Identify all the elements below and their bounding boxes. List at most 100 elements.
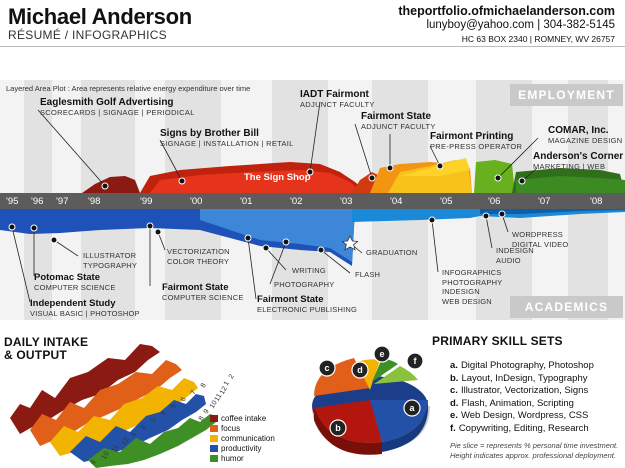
website-link[interactable]: theportfolio.ofmichaelanderson.com	[398, 4, 615, 18]
skill-letter: d.	[450, 397, 459, 409]
legend-label: communication	[221, 434, 275, 443]
legend-label: humor	[221, 454, 244, 463]
skill-text: Layout, InDesign, Typography	[461, 372, 588, 384]
year-label: '98	[88, 196, 101, 207]
sign-shop-label: The Sign Shop	[244, 172, 311, 183]
year-label: '05	[440, 196, 453, 207]
employment-leaders	[37, 101, 539, 187]
job-title: IADT Fairmont	[300, 89, 369, 100]
legend-label: focus	[221, 424, 241, 433]
school-title: Potomac State	[34, 272, 100, 283]
school-fairmont-state-ep: Fairmont State ELECTRONIC PUBLISHING	[257, 294, 357, 314]
andersons-top	[516, 176, 625, 193]
header-divider	[0, 46, 625, 47]
employment-header: EMPLOYMENT	[510, 84, 623, 106]
skill-letter: a.	[450, 360, 458, 371]
skill-text: Flash, Animation, Scripting	[461, 397, 574, 409]
year-label: '02	[290, 196, 303, 207]
school-potomac-state: Potomac State COMPUTER SCIENCE	[34, 272, 116, 292]
timeline-bar	[0, 193, 625, 209]
job-comar: COMAR, Inc. MAGAZINE DESIGN	[548, 125, 623, 145]
legend-swatch	[210, 425, 218, 432]
skill-text: Illustrator, Vectorization, Signs	[460, 385, 589, 396]
school-sub: ELECTRONIC PUBLISHING	[257, 305, 358, 314]
year-label: '99	[140, 196, 153, 207]
fairmont-printing-top	[400, 158, 470, 176]
job-sub: SIGNAGE | INSTALLATION | RETAIL	[160, 139, 294, 148]
signshop-area	[150, 170, 362, 193]
humor-ribbon	[88, 414, 216, 468]
job-title: Fairmont State	[361, 111, 432, 122]
job-sub: PRE-PRESS OPERATOR	[430, 142, 523, 151]
school-title: Fairmont State	[257, 294, 324, 305]
job-fairmont-state: Fairmont State ADJUNCT FACULTY	[361, 111, 436, 131]
year-label: '07	[538, 196, 551, 207]
legend-label: productivity	[221, 444, 262, 453]
daily-title: DAILY INTAKE & OUTPUT	[4, 335, 89, 362]
legend-swatch	[210, 445, 218, 452]
legend-item: humor	[210, 454, 244, 463]
slice-a-side	[382, 400, 428, 452]
focus-ribbon	[30, 360, 182, 446]
coffee-ribbon	[10, 344, 160, 434]
employment-markers	[101, 162, 526, 190]
job-sub: MARKETING | WEB	[533, 162, 606, 171]
skill-item: c.Illustrator, Vectorization, Signs	[450, 385, 588, 396]
legend-item: communication	[210, 434, 275, 443]
school-title: Fairmont State	[162, 282, 229, 293]
academics-dark-late	[480, 209, 625, 214]
legend-item: productivity	[210, 444, 261, 453]
year-label: '00	[190, 196, 203, 207]
job-sub: MAGAZINE DESIGN	[548, 136, 623, 145]
year-label: '97	[56, 196, 69, 207]
job-sub: SCORECARDS | SIGNAGE | PERIODICAL	[40, 108, 195, 117]
skill-text: Copywriting, Editing, Research	[458, 422, 589, 434]
slice-f	[374, 366, 418, 384]
skill-item: f.Copywriting, Editing, Research	[450, 423, 589, 434]
legend-item: coffee intake	[210, 414, 266, 423]
skill-item: d.Flash, Animation, Scripting	[450, 398, 574, 409]
note-flash: FLASH	[355, 270, 381, 279]
year-label: '06	[488, 196, 501, 207]
note-vectorization: VECTORIZATION COLOR THEORY	[167, 247, 230, 266]
pie-label-f: f	[414, 356, 418, 366]
resume-name: Michael Anderson	[8, 4, 192, 29]
graph-caption: Layered Area Plot : Area represents rela…	[6, 84, 251, 93]
legend-swatch	[210, 455, 218, 462]
skills-3d-pie: a b c d e f	[312, 345, 430, 455]
note-infographics: INFOGRAPHICS PHOTOGRAPHY INDESIGN WEB DE…	[442, 268, 503, 306]
school-title: Independent Study	[30, 298, 116, 309]
job-sub: ADJUNCT FACULTY	[361, 122, 436, 131]
email-phone[interactable]: lunyboy@yahoo.com | 304-382-5145	[426, 19, 615, 31]
school-sub: COMPUTER SCIENCE	[34, 283, 116, 292]
address: HC 63 BOX 2340 | ROMNEY, WV 26757	[461, 34, 615, 44]
skill-letter: c.	[450, 385, 458, 396]
slice-e	[372, 358, 398, 382]
pie-label-b: b	[335, 423, 341, 433]
skill-text: Web Design, Wordpress, CSS	[460, 410, 589, 421]
note-photography: PHOTOGRAPHY	[274, 280, 335, 289]
pie-label-d: d	[357, 365, 363, 375]
note-illustrator: ILLUSTRATOR TYPOGRAPHY	[83, 251, 138, 270]
job-title: Fairmont Printing	[430, 131, 514, 142]
note-indesign: INDESIGN AUDIO	[496, 246, 534, 265]
academics-light	[200, 209, 355, 262]
year-label: '04	[390, 196, 403, 207]
job-iadt: IADT Fairmont ADJUNCT FACULTY	[300, 89, 375, 109]
pie-label-e: e	[379, 349, 384, 359]
year-label: '96	[31, 196, 44, 207]
skill-item: a.Digital Photography, Photoshop	[450, 360, 594, 371]
school-sub: COMPUTER SCIENCE	[162, 293, 244, 302]
pie-label-c: c	[324, 363, 329, 373]
year-label: '01	[240, 196, 253, 207]
note-writing: WRITING	[292, 266, 326, 275]
legend-item: focus	[210, 424, 240, 433]
job-fairmont-printing: Fairmont Printing PRE-PRESS OPERATOR	[430, 131, 522, 151]
school-fairmont-state-cs: Fairmont State COMPUTER SCIENCE	[162, 282, 244, 302]
skill-letter: e.	[450, 410, 458, 421]
job-sub: ADJUNCT FACULTY	[300, 100, 375, 109]
skills-title: PRIMARY SKILL SETS	[432, 334, 563, 348]
job-title: Eaglesmith Golf Advertising	[40, 97, 174, 108]
academics-header: ACADEMICS	[510, 296, 623, 318]
year-label: '03	[340, 196, 353, 207]
